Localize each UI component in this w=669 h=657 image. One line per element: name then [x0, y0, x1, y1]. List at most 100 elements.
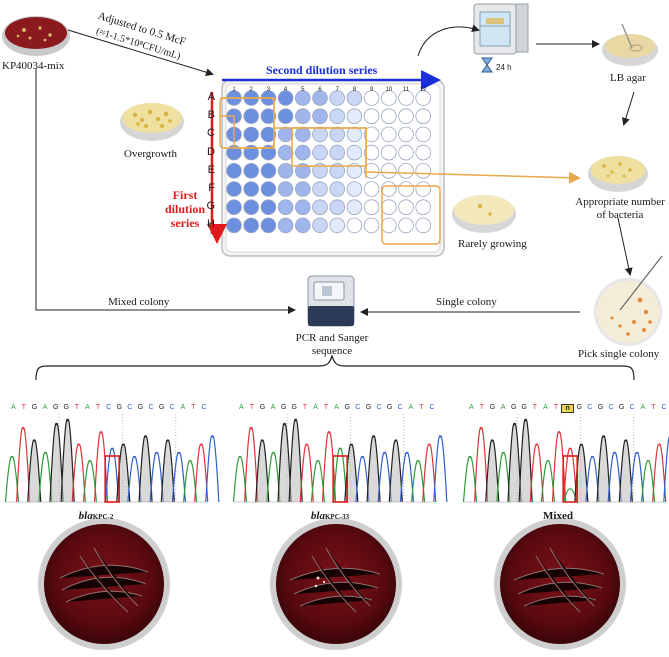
- trace-peak: [310, 460, 326, 503]
- well: [380, 181, 397, 197]
- trace-peak: [244, 427, 259, 503]
- base-letter: T: [651, 404, 656, 411]
- rare-dish: [452, 195, 516, 233]
- gene-label-1-main: bla: [78, 510, 93, 522]
- trace-peak: [38, 451, 53, 503]
- gene-label-3-main: Mixed: [543, 510, 573, 522]
- well: [226, 163, 242, 179]
- base-letter: G: [63, 404, 69, 411]
- well: [260, 163, 277, 179]
- overgrowth-dish: [120, 103, 184, 141]
- base-letter: n: [561, 404, 574, 413]
- trace-peak: [485, 439, 500, 503]
- well: [398, 144, 414, 161]
- trace-peak: [474, 427, 489, 503]
- trace-peak: [618, 439, 633, 503]
- base-letter: T: [74, 404, 79, 411]
- well: [415, 217, 432, 234]
- sequencer-icon: [307, 275, 355, 327]
- plate-col-label: 6: [318, 87, 322, 93]
- plate-col-label: 12: [419, 87, 427, 93]
- plate-row-label: C: [207, 127, 215, 140]
- base-letter: G: [521, 404, 527, 411]
- well: [329, 90, 346, 106]
- base-letter: G: [344, 404, 350, 411]
- well: [277, 126, 294, 143]
- base-letter: T: [419, 404, 424, 411]
- well: [415, 181, 432, 197]
- well: [398, 126, 414, 143]
- well: [346, 108, 363, 124]
- pick-dish: [594, 255, 663, 346]
- well: [243, 163, 260, 179]
- well: [363, 163, 380, 179]
- base-letter: C: [355, 404, 361, 411]
- well: [243, 217, 260, 234]
- base-letter: C: [629, 404, 635, 411]
- well: [363, 217, 380, 234]
- to-appropriate-arrow: [365, 171, 581, 184]
- plate-col-label: 3: [266, 87, 271, 93]
- trace-peak: [462, 456, 478, 503]
- overgrowth-region: [219, 97, 275, 149]
- base-letter: G: [510, 404, 517, 411]
- plate-row-label: G: [206, 200, 215, 213]
- base-letter: G: [291, 404, 297, 411]
- well: [277, 199, 294, 216]
- base-letter: C: [169, 404, 175, 411]
- to-incubator-arrow: [417, 24, 480, 57]
- base-letter: C: [397, 404, 403, 411]
- base-letter: C: [429, 404, 435, 411]
- well: [243, 144, 260, 161]
- mutation-highlight-box: [332, 455, 348, 503]
- plate-col-label: 9: [369, 87, 374, 93]
- trace-peak: [149, 451, 164, 503]
- base-letter: G: [386, 404, 393, 411]
- base-letter: G: [597, 404, 604, 411]
- pcr-line1: PCR and Sanger: [295, 332, 369, 344]
- well: [226, 217, 242, 234]
- trace-peak: [277, 422, 292, 503]
- base-letter: A: [500, 404, 506, 411]
- base-letter: G: [280, 404, 287, 411]
- base-letter: G: [31, 404, 38, 411]
- well: [277, 163, 294, 179]
- base-letter: G: [618, 404, 625, 411]
- well: [346, 90, 363, 106]
- first-dilution-line2: dilution: [164, 202, 206, 216]
- well: [398, 90, 414, 106]
- trace-peak: [194, 443, 209, 503]
- base-letter: A: [180, 404, 186, 411]
- well: [363, 90, 380, 106]
- well: [294, 163, 311, 179]
- plate-row-label: B: [207, 109, 215, 122]
- well: [415, 90, 432, 106]
- base-letter: T: [21, 404, 27, 411]
- trace-peak: [629, 451, 645, 503]
- trace-peak: [355, 456, 370, 503]
- well: [346, 126, 363, 143]
- hourglass-icon: [481, 57, 493, 73]
- overgrowth-label: Overgrowth: [124, 148, 177, 160]
- trace-peak: [82, 460, 98, 503]
- well: [260, 126, 277, 143]
- gene-label-2: blaKPC-33: [290, 510, 370, 523]
- base-letter: C: [608, 404, 614, 411]
- plate-col-label: 2: [249, 87, 253, 93]
- trace-peak: [333, 447, 348, 503]
- mixed-colony-label: Mixed colony: [108, 296, 170, 308]
- trace-peak: [422, 443, 437, 503]
- well: [380, 217, 397, 234]
- base-letter: A: [10, 404, 16, 411]
- blood-plate-3: [494, 518, 626, 650]
- base-letter: A: [543, 404, 548, 411]
- well: [312, 163, 328, 179]
- first-dilution-line1: First: [172, 188, 198, 202]
- trace-peak: [49, 422, 64, 503]
- well: [346, 163, 363, 179]
- base-letter: C: [106, 404, 112, 411]
- strain-label: KP40034-mix: [2, 60, 65, 72]
